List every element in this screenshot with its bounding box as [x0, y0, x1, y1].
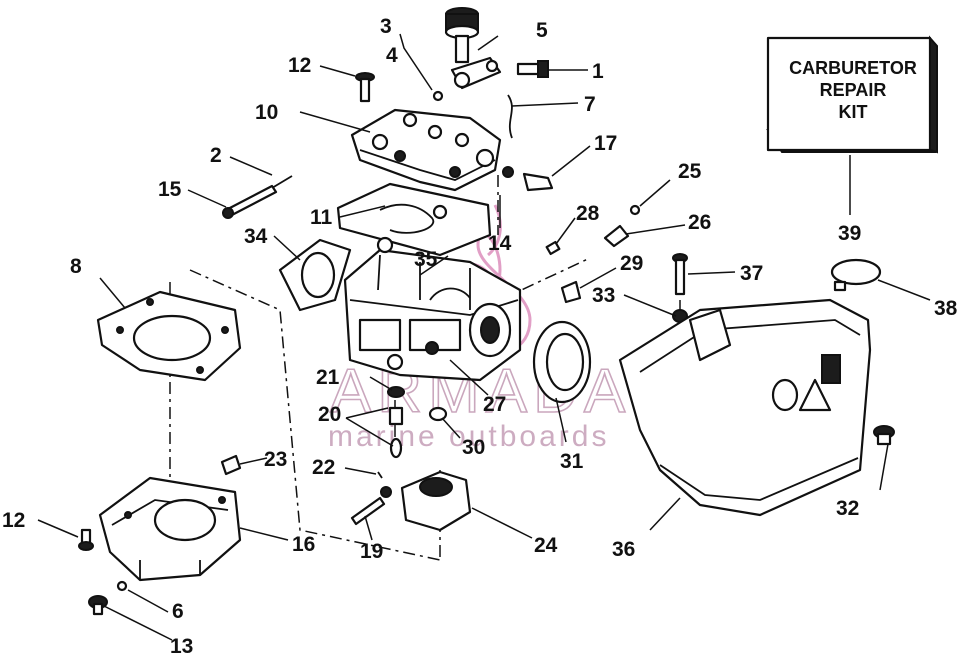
- callout-15: 15: [158, 178, 182, 201]
- callout-5: 5: [536, 19, 548, 42]
- screw-13: [88, 595, 108, 616]
- callout-24: 24: [534, 534, 558, 557]
- callout-12-bottom: 12: [2, 509, 25, 532]
- carburetor-repair-kit-box: CARBURETOR REPAIR KIT: [766, 35, 938, 154]
- leader-lines: [37, 33, 931, 641]
- kit-box-line-2: REPAIR: [820, 80, 887, 100]
- callout-2: 2: [210, 144, 222, 167]
- callout-7: 7: [584, 93, 596, 116]
- kit-box-line-3: KIT: [839, 102, 868, 122]
- callout-16: 16: [292, 533, 315, 556]
- float-bowl-16: [98, 476, 242, 582]
- callout-33: 33: [592, 284, 615, 307]
- callout-10: 10: [255, 101, 278, 124]
- callout-6: 6: [172, 600, 184, 623]
- callout-27: 27: [483, 393, 506, 416]
- carburetor-body: [343, 236, 522, 382]
- screw-23: [220, 454, 242, 476]
- pin-22: [377, 471, 383, 479]
- washer-6: [116, 580, 128, 592]
- intake-silencer-36: [618, 298, 872, 517]
- screw-37: [672, 253, 688, 296]
- callout-labels: 3 5 1 4 12 7 10 17 2 15 25 28 26 11 39 3…: [2, 15, 958, 658]
- watermark-subtitle: marine outboards: [328, 420, 609, 453]
- spring-29: [560, 280, 582, 304]
- callout-35: 35: [414, 248, 438, 271]
- callout-20: 20: [318, 403, 341, 426]
- screw-25: [629, 204, 641, 216]
- callout-30: 30: [462, 436, 485, 459]
- seal-ring-31: [532, 320, 592, 404]
- check-ball: [432, 90, 444, 102]
- jet-20: [388, 406, 404, 459]
- link-rod: [507, 94, 513, 139]
- screw-12-top: [355, 72, 375, 103]
- float-24: [400, 470, 472, 532]
- parts: [78, 7, 895, 616]
- callout-37: 37: [740, 262, 763, 285]
- callout-26: 26: [688, 211, 711, 234]
- clip-26: [603, 224, 630, 248]
- needle-valve-17: [502, 166, 554, 192]
- callout-36: 36: [612, 538, 635, 561]
- callout-29: 29: [620, 252, 643, 275]
- inlet-valve-cap: [444, 7, 480, 64]
- hose-clamp-38: [830, 258, 882, 292]
- gasket-8: [96, 290, 242, 382]
- kit-box-line-1: CARBURETOR: [789, 58, 917, 78]
- callout-28: 28: [576, 202, 600, 225]
- carburetor-top-cover: [350, 108, 502, 192]
- callout-3: 3: [380, 15, 392, 38]
- callout-17: 17: [594, 132, 617, 155]
- callout-38: 38: [934, 297, 958, 320]
- callout-11: 11: [310, 206, 333, 229]
- callout-34: 34: [244, 225, 268, 248]
- spring-and-screw: [222, 175, 293, 219]
- callout-12-top: 12: [288, 54, 311, 77]
- callout-14: 14: [488, 232, 512, 255]
- callout-13: 13: [170, 635, 193, 658]
- plug-32: [873, 425, 895, 446]
- callout-23: 23: [264, 448, 287, 471]
- screw-12-bottom: [78, 528, 94, 551]
- screw-1: [516, 60, 549, 78]
- callout-21: 21: [316, 366, 340, 389]
- choke-lever: [450, 56, 502, 90]
- callout-32: 32: [836, 497, 859, 520]
- callout-31: 31: [560, 450, 584, 473]
- callout-4: 4: [386, 44, 398, 67]
- o-ring-30: [428, 406, 448, 422]
- callout-22: 22: [312, 456, 335, 479]
- callout-19: 19: [360, 540, 383, 563]
- pin-28: [545, 240, 561, 256]
- callout-8: 8: [70, 255, 82, 278]
- float-pin-19: [350, 486, 392, 526]
- callout-39: 39: [838, 222, 861, 245]
- gasket-11: [336, 182, 492, 257]
- callout-1: 1: [592, 60, 604, 83]
- callout-25: 25: [678, 160, 702, 183]
